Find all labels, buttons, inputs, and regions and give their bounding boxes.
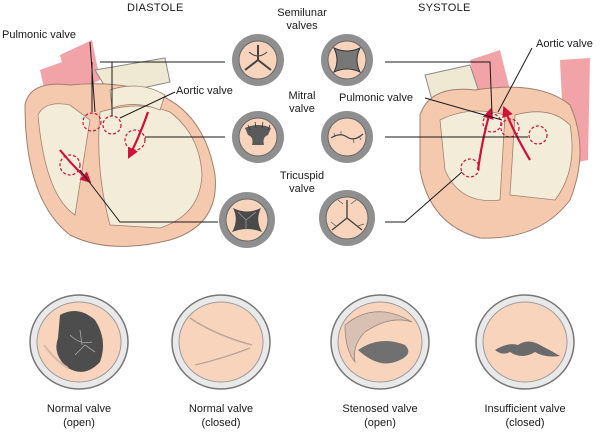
mitral-valve-marker-right bbox=[528, 125, 548, 145]
bottom-valve-normal-open bbox=[29, 294, 129, 390]
pulmonic-valve-marker-left bbox=[82, 112, 102, 132]
left-atrium-left bbox=[109, 85, 166, 111]
caption-insufficient-closed: Insufficient valve (closed) bbox=[465, 402, 585, 430]
connector-lines bbox=[79, 41, 533, 223]
leader-pulmonic-right bbox=[424, 97, 503, 121]
tricuspid-label: Tricuspid valve bbox=[270, 170, 334, 196]
semilunar-label-line2: valves bbox=[286, 20, 318, 32]
label-aortic-valve-right: Aortic valve bbox=[536, 38, 593, 50]
semilunar-label-line1: Semilunar bbox=[277, 7, 327, 19]
semilunar-valve-diastole bbox=[232, 34, 284, 86]
semilunar-label: Semilunar valves bbox=[270, 7, 334, 33]
caption-insufficient-closed-line1: Insufficient valve bbox=[484, 403, 566, 415]
tricuspid-valve-diastole bbox=[219, 192, 275, 248]
diastole-heart bbox=[24, 40, 216, 247]
label-pulmonic-valve-left: Pulmonic valve bbox=[2, 29, 76, 41]
tricuspid-valve-systole bbox=[319, 190, 375, 246]
systole-heart bbox=[419, 50, 590, 239]
caption-insufficient-closed-line2: (closed) bbox=[505, 417, 545, 429]
tricuspid-valve-marker-left bbox=[59, 154, 81, 176]
caption-stenosed-open-line1: Stenosed valve bbox=[342, 403, 418, 415]
left-ventricle-right bbox=[439, 110, 506, 202]
mitral-label: Mitral valve bbox=[275, 90, 329, 116]
mitral-valve-systole bbox=[321, 111, 373, 163]
tricuspid-label-line1: Tricuspid bbox=[279, 170, 325, 182]
label-pulmonic-valve-right: Pulmonic valve bbox=[339, 92, 413, 104]
semilunar-valve-systole bbox=[321, 34, 373, 86]
flow-arrow-mitral-left bbox=[128, 111, 150, 159]
connector-tricuspid-left bbox=[79, 169, 218, 223]
caption-normal-closed-line1: Normal valve bbox=[188, 403, 254, 415]
right-ventricle-left bbox=[37, 103, 91, 216]
right-ventricle-right bbox=[509, 111, 573, 201]
caption-normal-open-line1: Normal valve bbox=[46, 403, 112, 415]
label-aortic-valve-left: Aortic valve bbox=[176, 85, 233, 97]
caption-stenosed-open-line2: (open) bbox=[364, 417, 396, 429]
caption-normal-open: Normal valve (open) bbox=[19, 402, 139, 430]
heading-systole: SYSTOLE bbox=[418, 2, 471, 14]
pulmonary-artery-left bbox=[60, 40, 100, 95]
bottom-valve-insufficient-closed bbox=[475, 294, 575, 390]
caption-normal-open-line2: (open) bbox=[63, 417, 95, 429]
leader-aortic-right bbox=[497, 47, 533, 113]
pulmonic-valve-marker-right bbox=[500, 118, 520, 138]
mitral-valve-diastole bbox=[232, 111, 284, 163]
tricuspid-label-line2: valve bbox=[289, 183, 315, 195]
caption-normal-closed-line2: (closed) bbox=[201, 417, 241, 429]
leader-pulmonic-left bbox=[89, 41, 96, 113]
heading-diastole: DIASTOLE bbox=[127, 2, 184, 14]
caption-stenosed-open: Stenosed valve (open) bbox=[320, 402, 440, 430]
connector-semilunar-right bbox=[385, 61, 493, 115]
mitral-label-line2: valve bbox=[289, 103, 315, 115]
flow-arrow-pulmonic-right bbox=[502, 105, 531, 161]
bottom-valve-normal-closed bbox=[171, 294, 271, 390]
connector-tricuspid-right bbox=[385, 171, 463, 223]
caption-normal-closed: Normal valve (closed) bbox=[161, 402, 281, 430]
leader-aortic-left bbox=[119, 91, 176, 119]
bottom-valve-stenosed-open bbox=[330, 294, 430, 390]
mitral-label-line1: Mitral bbox=[288, 90, 316, 102]
